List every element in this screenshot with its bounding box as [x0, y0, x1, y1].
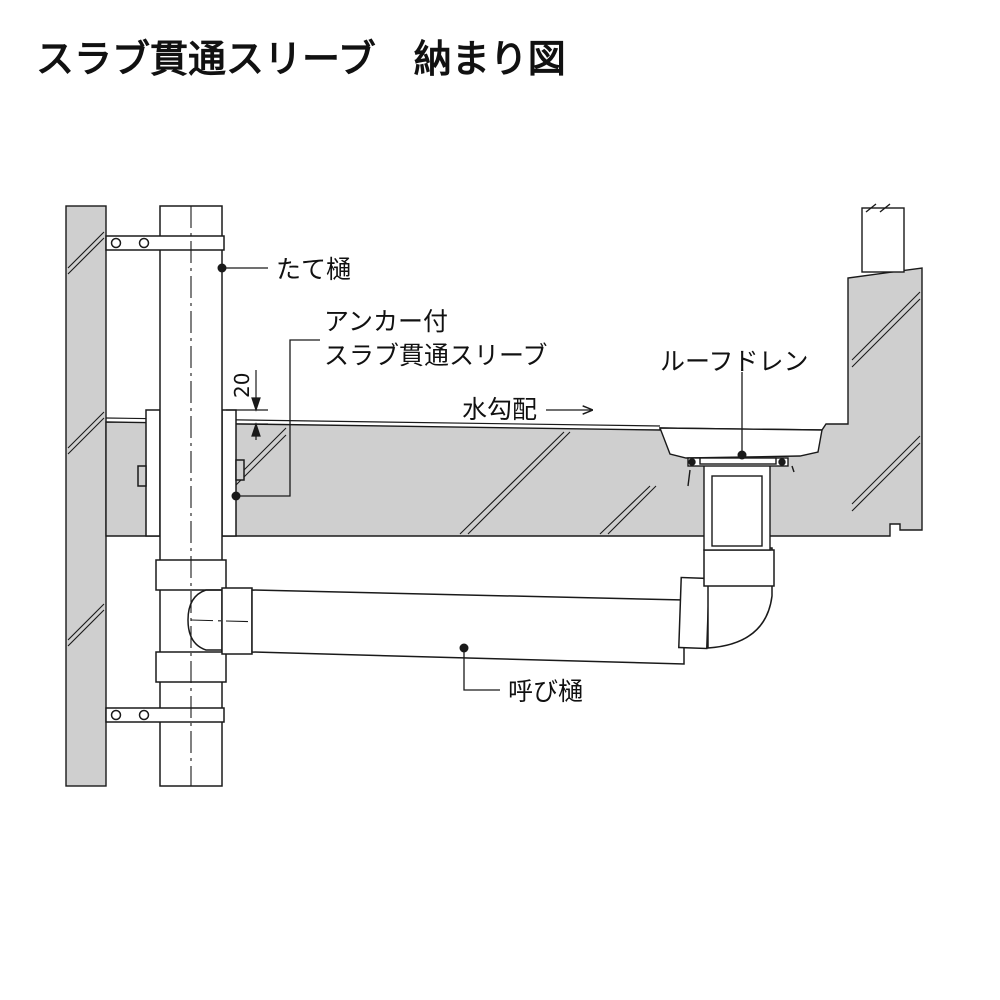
label-vertical-pipe: たて樋	[276, 255, 351, 284]
horizontal-pipe-group	[251, 547, 775, 665]
dimension-label: 20	[230, 373, 254, 398]
sleeve-anchor-right	[235, 459, 245, 481]
upper-bracket	[105, 235, 225, 251]
drain-dish	[658, 427, 823, 459]
leader-horizontal-pipe	[463, 648, 500, 691]
label-horizontal-pipe: 呼び樋	[508, 677, 583, 706]
parapet-upper-wall	[861, 203, 905, 273]
leader-sleeve	[236, 339, 320, 497]
roof-drain	[658, 427, 823, 551]
leader-dots	[217, 263, 747, 653]
sleeve-anchor-left	[137, 465, 147, 487]
label-roof-drain: ルーフドレン	[660, 347, 809, 376]
concrete-hatching	[67, 231, 921, 647]
page-title: スラブ貫通スリーブ 納まり図	[36, 37, 566, 81]
tee-sweep	[187, 589, 222, 651]
elbow-socket-left	[678, 576, 710, 650]
leaders	[222, 267, 743, 691]
dimension-20	[226, 370, 268, 440]
label-sleeve-line1: アンカー付	[324, 307, 448, 336]
label-slope: 水勾配	[462, 395, 537, 424]
lower-bracket	[105, 707, 225, 723]
left-wall	[65, 205, 107, 787]
sleeve-right	[221, 409, 237, 537]
horizontal-pipe	[251, 589, 685, 665]
label-sleeve-line2: スラブ貫通スリーブ	[324, 341, 548, 370]
drain-inner	[711, 475, 763, 547]
elbow-socket-top	[703, 549, 775, 587]
sleeve-left	[145, 409, 161, 537]
